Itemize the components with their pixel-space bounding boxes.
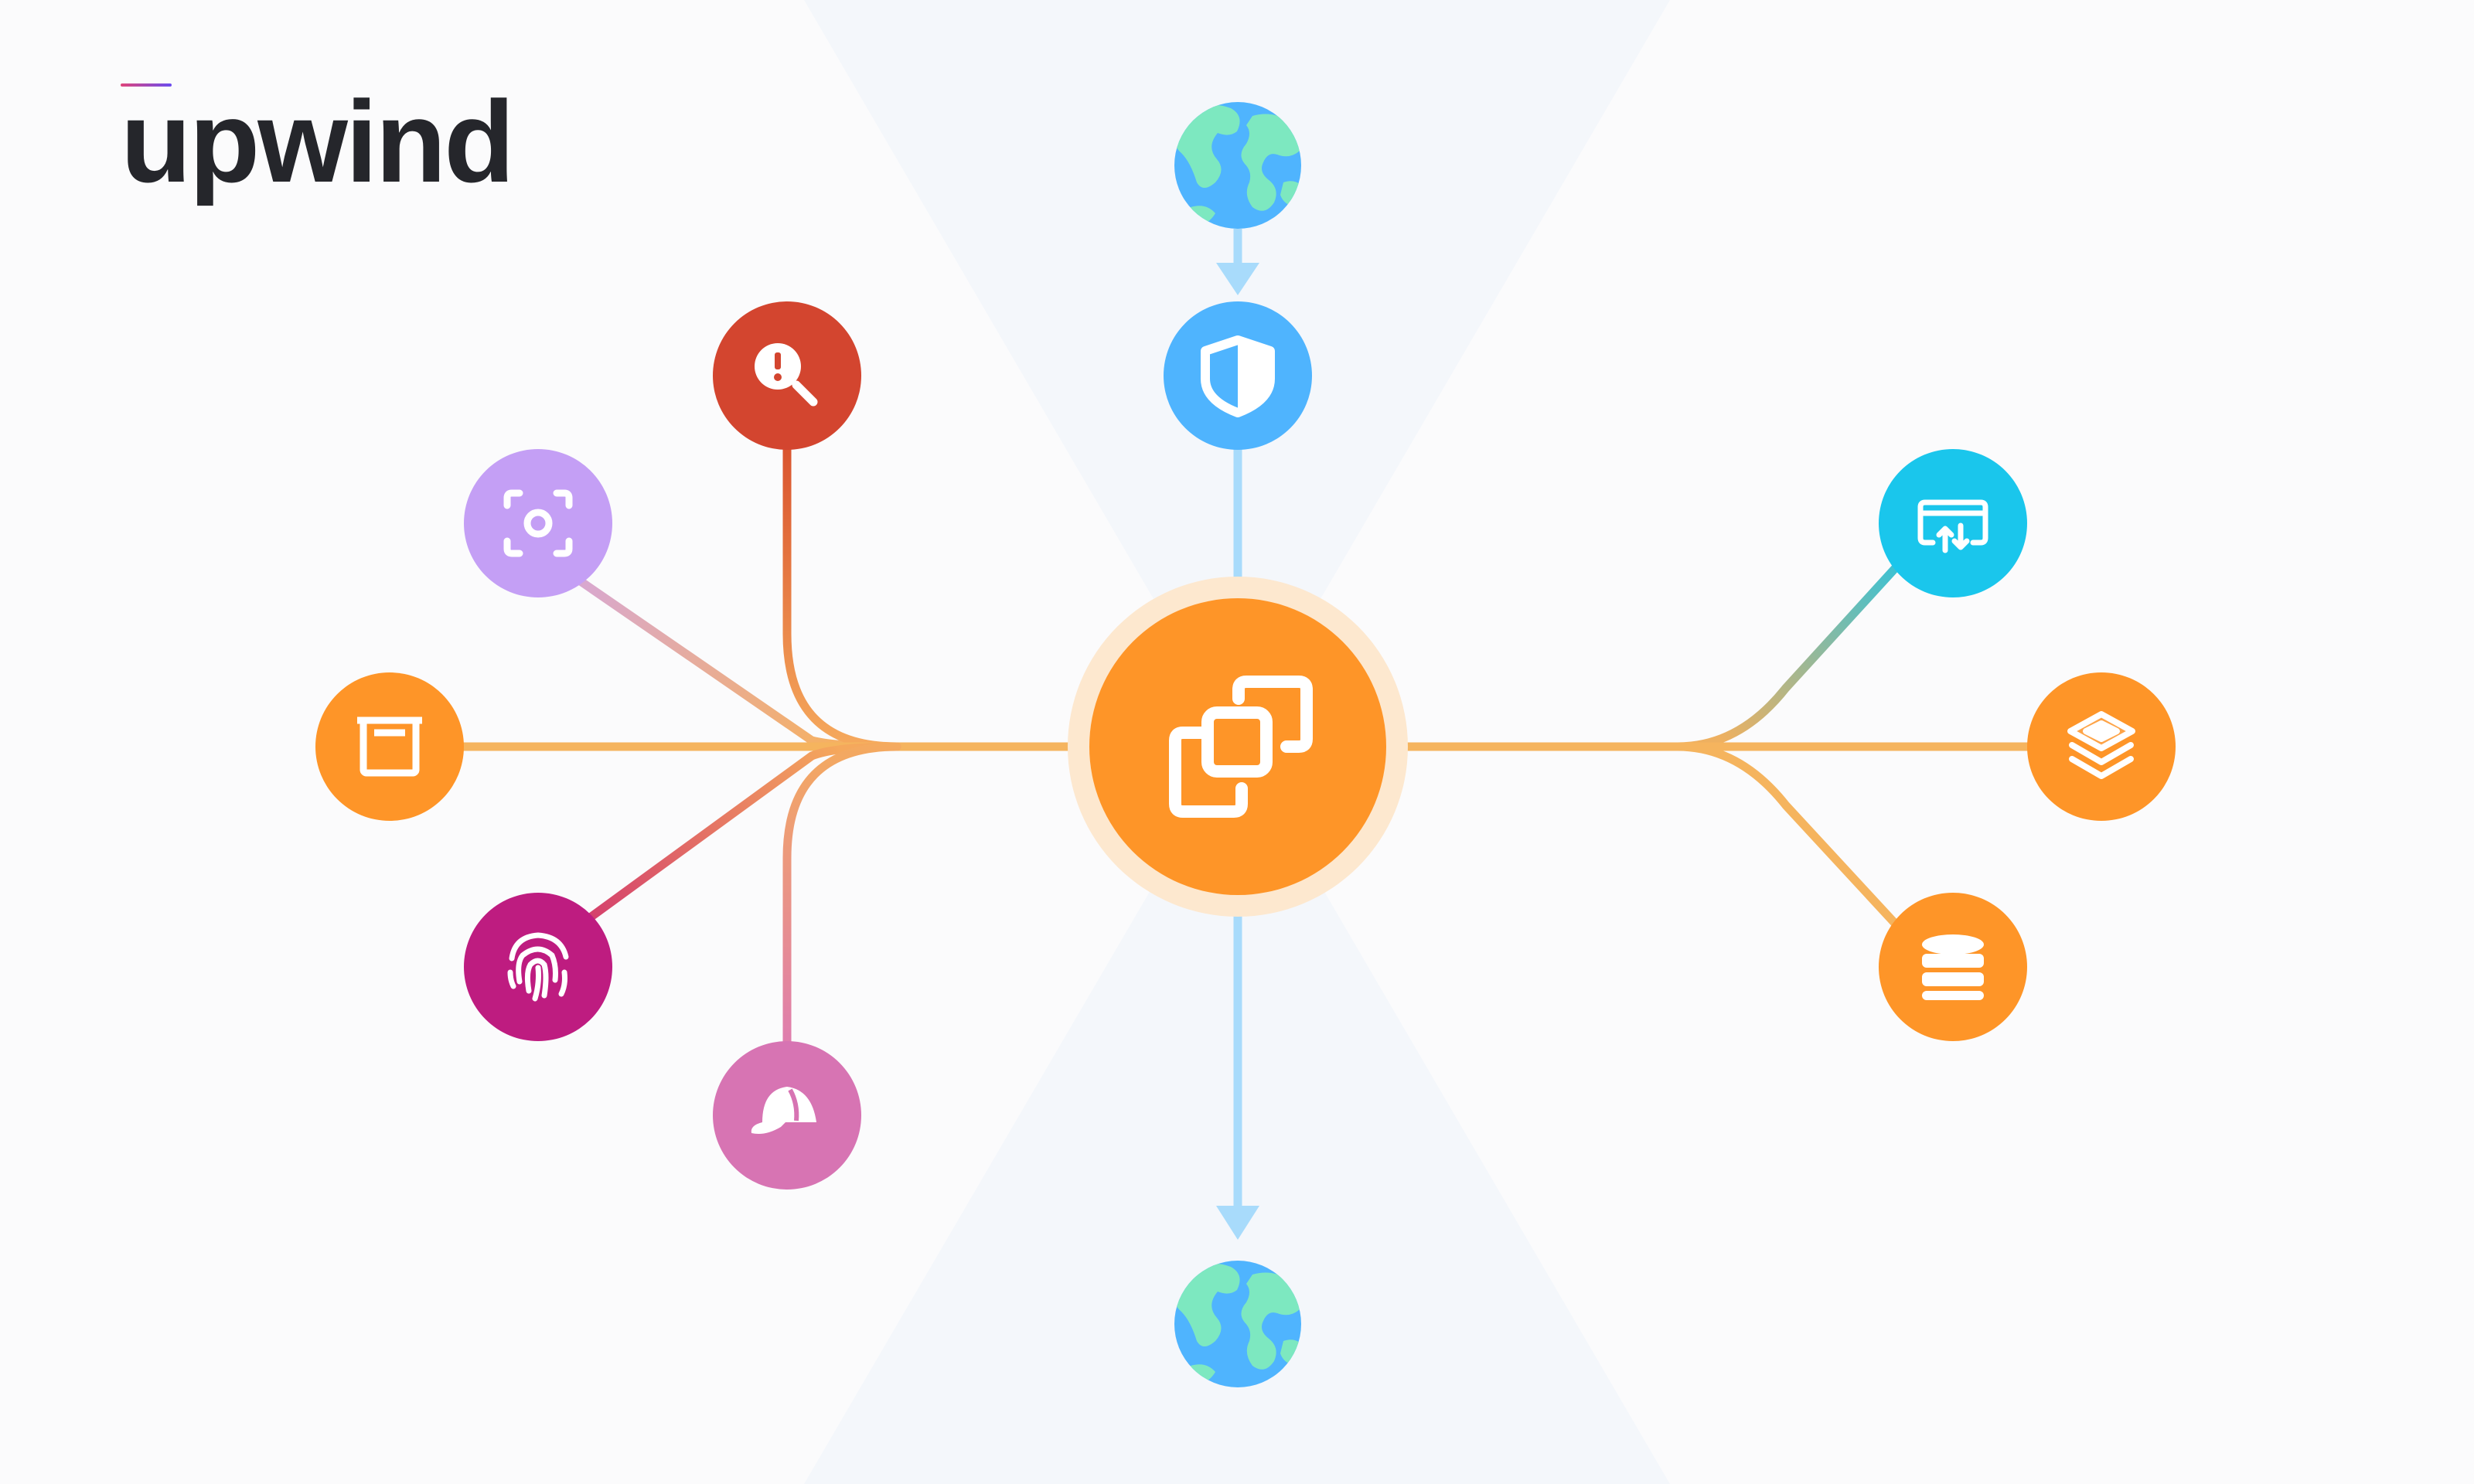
layers-icon bbox=[2067, 711, 2135, 779]
shield-icon bbox=[1201, 335, 1275, 417]
connector-transfer bbox=[1673, 560, 1903, 751]
fingerprint-icon bbox=[507, 932, 569, 1002]
hourglass-background bbox=[804, 0, 1670, 1484]
connector-identity bbox=[584, 742, 901, 923]
transfer-node[interactable] bbox=[1879, 449, 2027, 597]
database-icon bbox=[1922, 934, 1984, 1000]
window-transfer-icon bbox=[1917, 499, 1988, 553]
traffic-arrow-out bbox=[1216, 1206, 1259, 1240]
traffic-arrow-in bbox=[1216, 263, 1259, 295]
logo-wordmark: upwind bbox=[121, 77, 515, 206]
center-node[interactable] bbox=[1089, 598, 1386, 895]
connector-scan bbox=[574, 575, 901, 751]
scan-target-icon bbox=[503, 489, 573, 557]
container-node[interactable] bbox=[315, 672, 464, 821]
scan-node[interactable] bbox=[464, 449, 612, 597]
connector-database bbox=[1673, 742, 1903, 932]
upwind-logo: upwind bbox=[121, 77, 515, 206]
copy-windows-icon bbox=[1169, 676, 1313, 818]
connector-alert-search bbox=[782, 442, 901, 751]
internet-globe-bottom bbox=[1174, 1261, 1301, 1387]
hacker-cap-icon bbox=[751, 1087, 816, 1134]
connector-threat-actor bbox=[782, 742, 901, 1048]
logo-accent-bar bbox=[121, 83, 172, 87]
container-box-icon bbox=[357, 716, 422, 777]
alert-search-icon bbox=[755, 343, 818, 407]
